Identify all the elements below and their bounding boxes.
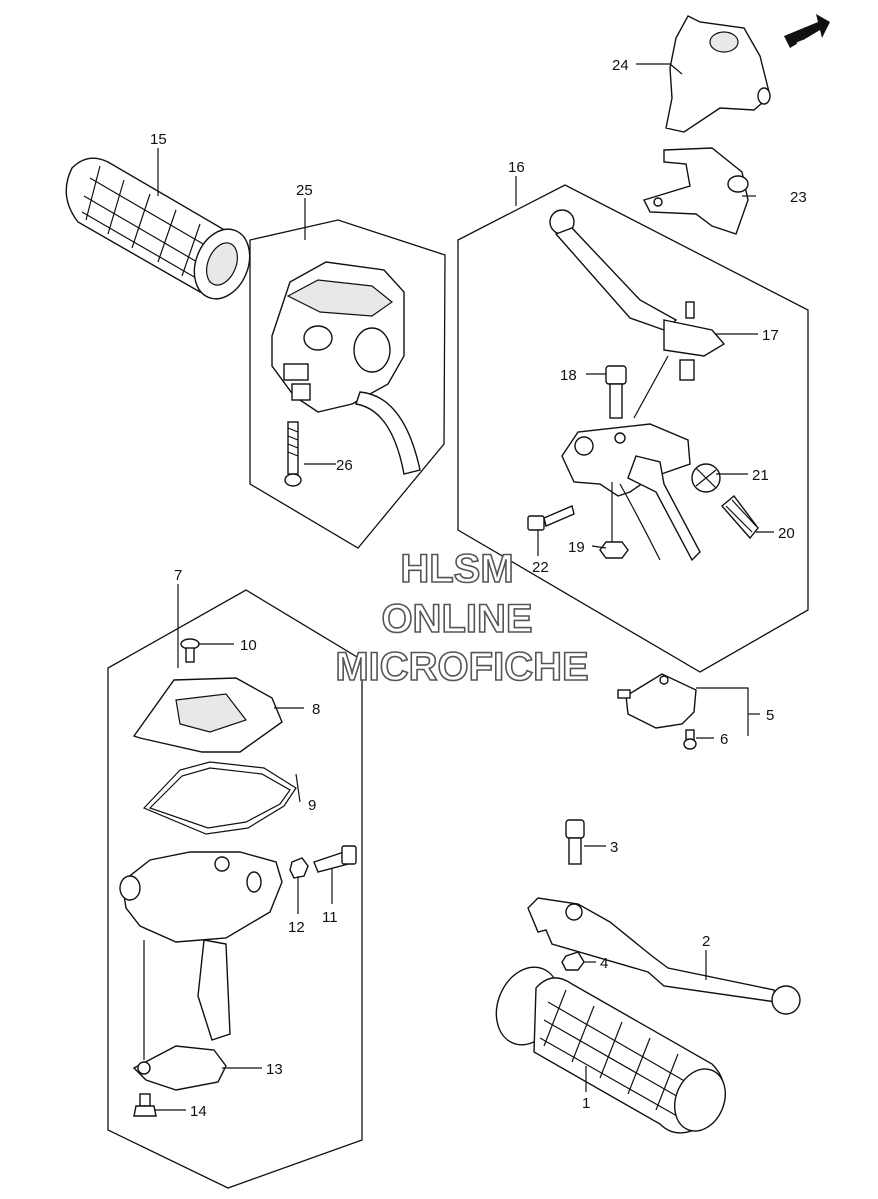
part-14-screw [133,1093,157,1117]
part-5-switch-unit [617,673,697,729]
callout-1: 1 [582,1095,590,1112]
part-16-lever-housing [561,423,701,562]
callout-17: 17 [762,327,779,344]
part-2-clutch-lever [527,897,801,1015]
part-9-gasket [142,761,297,835]
callout-5: 5 [766,707,774,724]
callout-26: 26 [336,457,353,474]
callout-18: 18 [560,367,577,384]
callout-13: 13 [266,1061,283,1078]
part-26-screw [284,421,302,487]
callout-21: 21 [752,467,769,484]
part-1-right-grip [495,966,726,1134]
frame-group-25 [249,219,446,549]
part-13-plate [132,1045,227,1091]
callout-22: 22 [532,559,549,576]
callout-14: 14 [190,1103,207,1120]
callout-20: 20 [778,525,795,542]
callout-3: 3 [610,839,618,856]
part-25-handlebar-switch [271,261,421,475]
callout-16: 16 [508,159,525,176]
watermark-line-3: MICROFICHE [335,645,588,689]
callout-19: 19 [568,539,585,556]
part-20-switch [721,494,759,540]
callout-8: 8 [312,701,320,718]
part-22-bolt [527,505,575,531]
part-24-lever-cover [665,15,771,133]
callout-9: 9 [308,797,316,814]
callout-numbers: 15 25 26 24 23 16 17 18 21 20 22 19 5 6 … [150,57,807,1120]
callout-4: 4 [600,955,608,972]
part-4-nut [561,951,585,971]
leader-lines [154,63,774,1111]
callout-2: 2 [702,933,710,950]
part-18-pivot-bolt [605,365,627,419]
part-8-housing-cover [132,677,283,753]
callout-15: 15 [150,131,167,148]
watermark-line-1: HLSM [400,547,513,591]
part-21-adjuster [691,463,721,493]
part-11-bolt [313,845,357,873]
part-12-nut [289,857,309,879]
callout-7: 7 [174,567,182,584]
callout-25: 25 [296,182,313,199]
part-17-brake-lever [549,209,726,381]
callout-6: 6 [720,731,728,748]
part-19-nut [599,541,629,559]
callout-10: 10 [240,637,257,654]
frame-group-7 [107,589,363,1189]
part-6-screw [683,729,697,750]
part-3-pivot-bolt [565,819,585,865]
part-10-screw [180,638,200,663]
callout-12: 12 [288,919,305,936]
frame-group-16 [457,184,809,673]
watermark-line-2: ONLINE [381,597,532,641]
callout-24: 24 [612,57,629,74]
callout-23: 23 [790,189,807,206]
part-15-left-grip [65,157,251,300]
fwd-arrow-icon: FWD [784,14,830,52]
callout-11: 11 [322,909,338,926]
part-7-throttle-housing [119,851,283,1060]
part-23-bracket [643,147,749,235]
